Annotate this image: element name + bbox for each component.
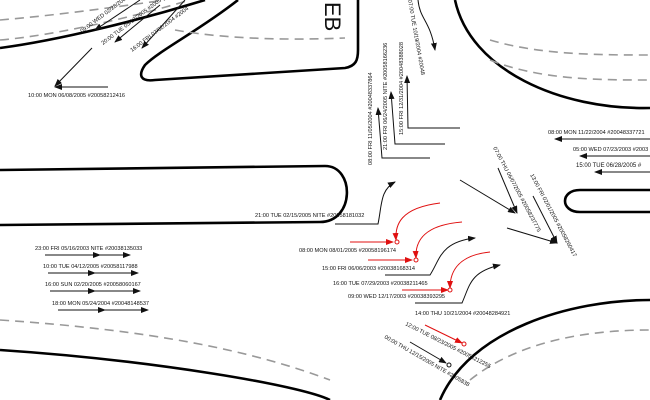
collision-label: 07:00 THU 06/07/2005 #20058237775 (491, 146, 541, 233)
collision-label: 09:00 WED 12/17/2003 #20038393295 (348, 294, 445, 300)
collision-label: 16:00 SUN 02/20/2005 #20058060167 (45, 282, 141, 288)
collision-label: 05:00 WED 07/23/2003 #2003 (573, 147, 648, 153)
collision-label: 21:00 TUE 02/15/2005 NITE #20058181032 (255, 213, 364, 219)
north-collision-group: 08:00 FRI 11/05/2004 #20048337864 21:00 … (368, 0, 460, 165)
collision-label: 00:00 THU 12/15/2005 NITE #2005838 (383, 335, 470, 389)
center-collision-group: 21:00 TUE 02/15/2005 NITE #20058181032 0… (255, 181, 510, 317)
collision-label: 07:00 TUE 10/19/2004 #20048 (406, 0, 425, 76)
ne-diagonal-collision-group: 07:00 THU 06/07/2005 #20058237775 13:00 … (459, 146, 577, 258)
road-label: EB (320, 2, 345, 31)
collision-label: 15:00 TUE 06/28/2005 # (576, 163, 642, 169)
collision-label: 21:00 FRI 06/24/2005 NITE #20058166236 (383, 43, 389, 150)
west-collision-group: 23:00 FRI 05/16/2003 NITE #20038135033 1… (35, 246, 149, 313)
collision-label: 16:00 TUE 07/29/2003 #20038211465 (333, 281, 428, 287)
east-collision-group: 08:00 MON 11/22/2004 #20048337721 05:00 … (548, 130, 650, 175)
collision-label: 10:00 TUE 04/12/2005 #20058117988 (43, 264, 138, 270)
collision-label: 15:00 FRI 12/31/2004 #20048388028 (399, 42, 405, 135)
collision-label: 08:00 MON 08/01/2005 #20058196174 (299, 248, 396, 254)
collision-label: 14:00 THU 10/21/2004 #20048284921 (415, 311, 510, 317)
collision-label: 10:00 MON 06/08/2005 #20058212416 (28, 93, 125, 99)
collision-label: 08:00 MON 11/22/2004 #20048337721 (548, 130, 645, 136)
collision-label: 13:00 FRI 02/01/2005 #20058260417 (528, 173, 577, 258)
collision-label: 23:00 FRI 05/16/2003 NITE #20038135033 (35, 246, 142, 252)
collision-label: 15:00 FRI 06/06/2003 #20038168314 (322, 266, 415, 272)
collision-label: 08:00 FRI 11/05/2004 #20048337864 (368, 72, 374, 165)
collision-label: 18:00 MON 05/24/2004 #20048148537 (52, 301, 149, 307)
lane-lines (0, 0, 650, 381)
